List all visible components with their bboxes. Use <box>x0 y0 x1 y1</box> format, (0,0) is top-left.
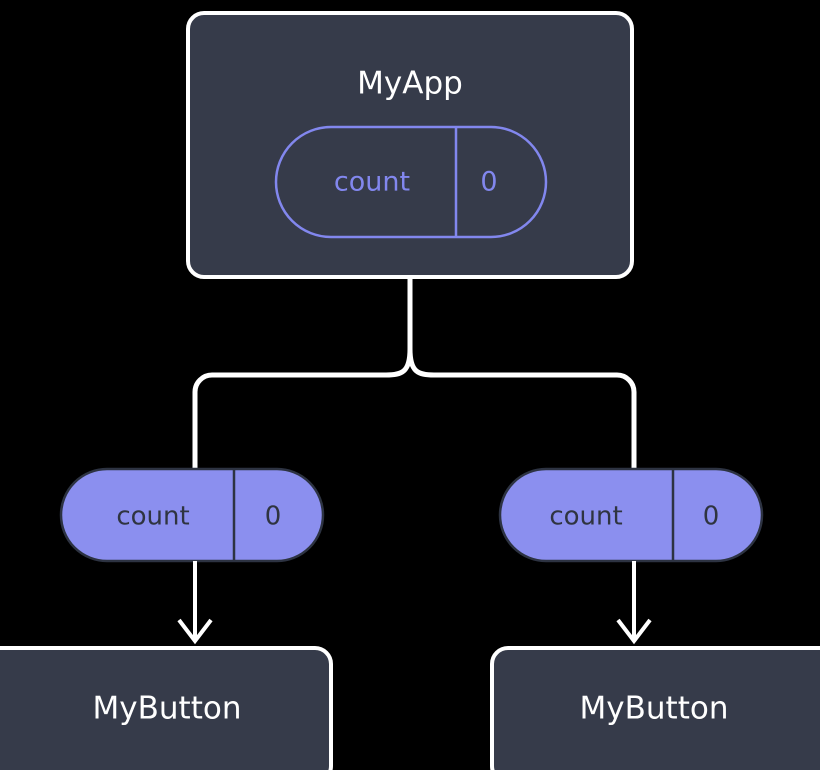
left-child-node-card[interactable] <box>0 646 333 770</box>
left-prop-pill-key: count <box>116 502 189 532</box>
root-state-pill[interactable]: count 0 <box>274 125 548 239</box>
left-prop-pill-value: 0 <box>265 502 282 532</box>
right-prop-pill[interactable]: count 0 <box>498 467 764 563</box>
connector-layer <box>192 277 637 470</box>
root-node[interactable]: MyApp count 0 <box>186 11 634 279</box>
left-child-node[interactable]: MyButton <box>0 646 333 770</box>
right-child-node-title: MyButton <box>580 691 729 727</box>
connector-branch-left <box>192 348 413 470</box>
right-child-node[interactable]: MyButton <box>490 646 820 770</box>
right-prop-pill-shape[interactable] <box>498 467 764 563</box>
connector-branch-right <box>407 348 637 470</box>
left-prop-pill[interactable]: count 0 <box>59 467 325 563</box>
right-prop-pill-key: count <box>549 502 622 532</box>
arrow-layer <box>177 561 652 645</box>
root-state-pill-shape[interactable] <box>274 125 548 239</box>
left-child-node-title: MyButton <box>93 691 242 727</box>
left-prop-pill-shape[interactable] <box>59 467 325 563</box>
root-state-pill-value: 0 <box>480 167 497 198</box>
root-state-pill-key: count <box>334 167 410 198</box>
root-node-title: MyApp <box>357 66 463 102</box>
right-arrow-head-icon <box>616 618 652 645</box>
right-child-node-card[interactable] <box>490 646 820 770</box>
root-node-card[interactable] <box>186 11 634 279</box>
left-arrow-head-icon <box>177 618 213 645</box>
right-prop-pill-value: 0 <box>703 502 720 532</box>
